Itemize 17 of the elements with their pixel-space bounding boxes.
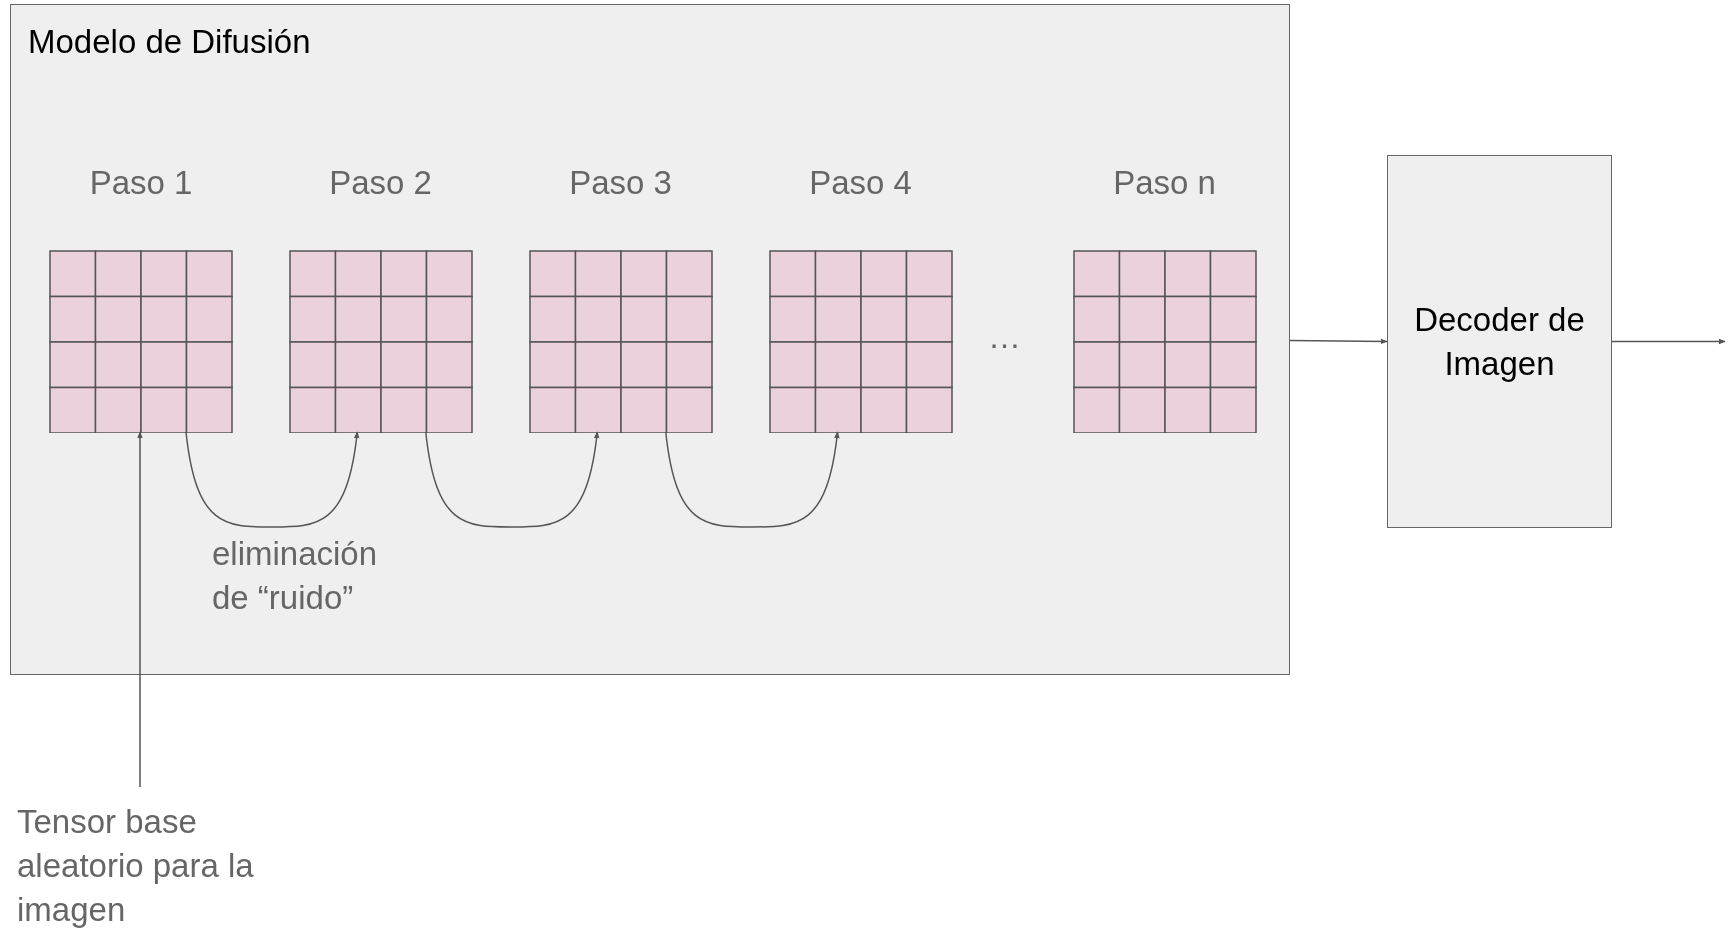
arrow [1611,338,1726,345]
step-heading: Paso n [1113,163,1216,203]
step-heading: Paso 1 [89,163,193,203]
arrow [137,431,143,788]
arrow [665,431,840,528]
step-heading: Paso 4 [809,163,912,203]
arrow [425,431,600,528]
panel-title: Modelo de Difusión [28,23,311,61]
step-heading: Paso 2 [329,163,432,203]
arrow [1289,338,1388,345]
ellipsis: … [988,318,1021,356]
model-panel [10,4,1290,675]
input-note: Tensor base aleatorio para la imagen [17,800,277,932]
arrow [185,431,360,528]
step-heading: Paso 3 [569,163,672,203]
decoder-box [1387,155,1612,528]
box-label: Decoder de Imagen [1413,299,1586,384]
